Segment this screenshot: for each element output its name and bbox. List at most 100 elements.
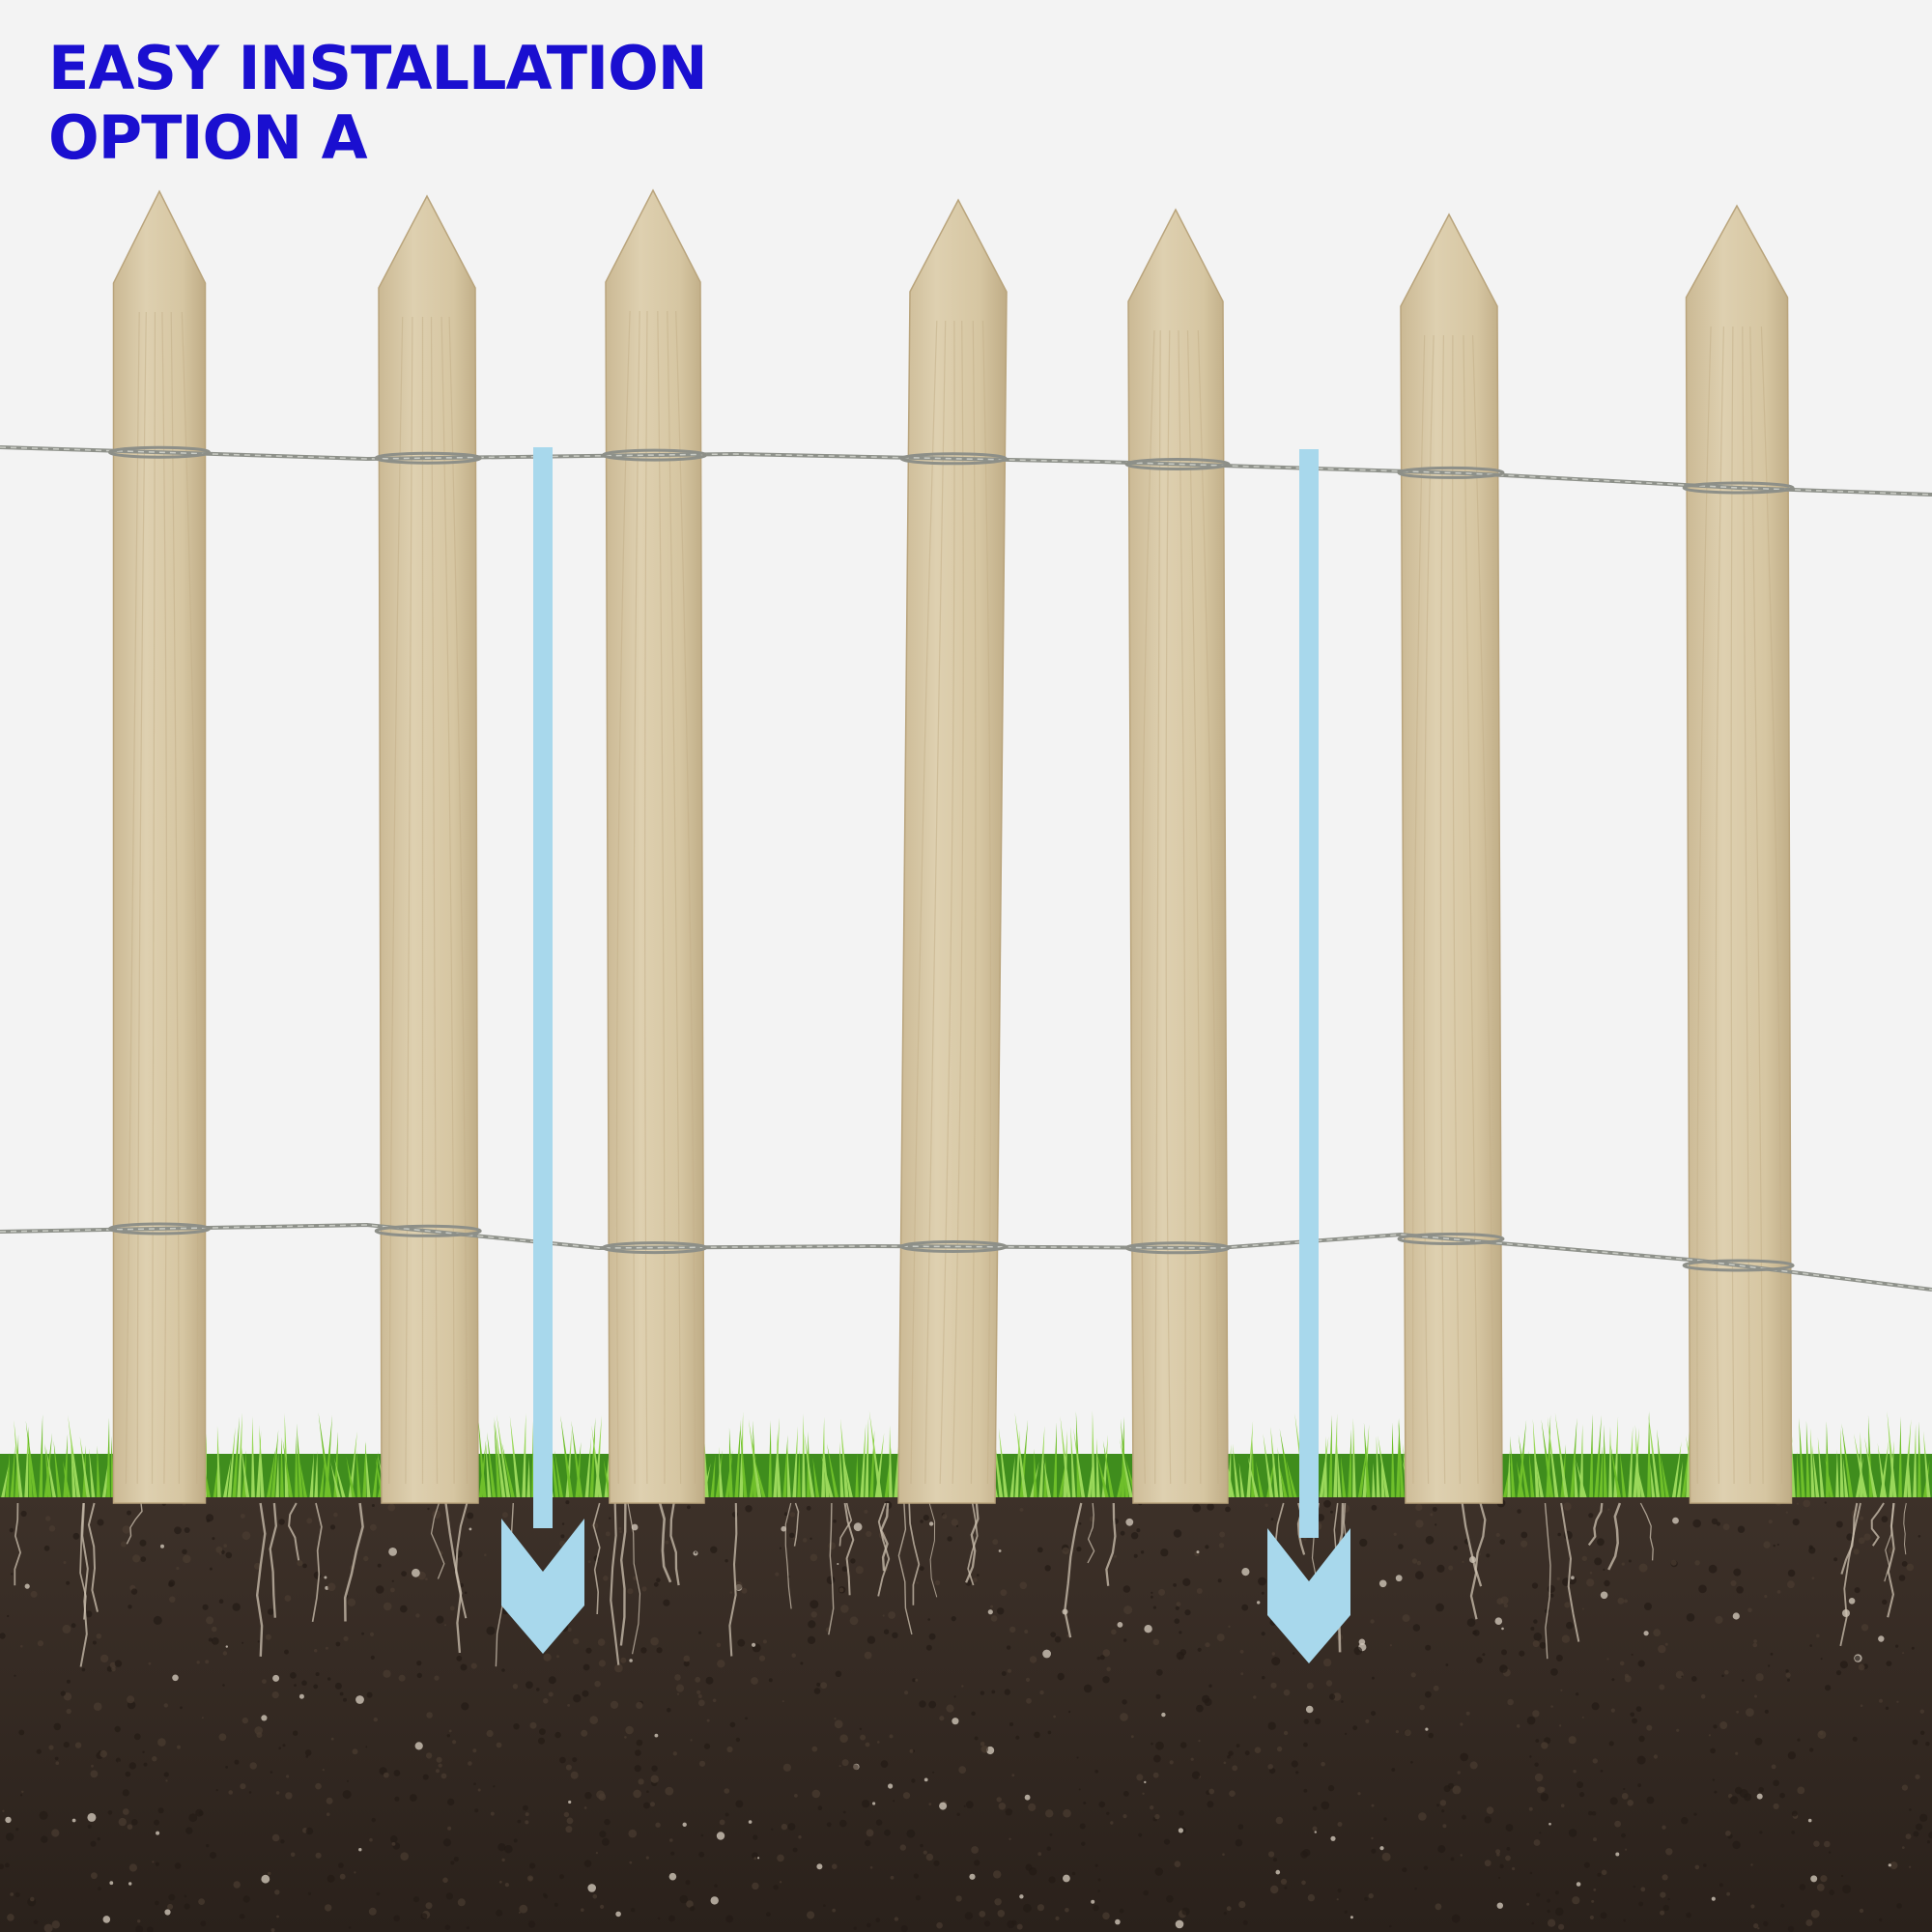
soil-speck — [148, 1662, 152, 1665]
grass-blade — [362, 1440, 366, 1502]
soil-speck — [1526, 1902, 1530, 1906]
soil-speck — [1719, 1721, 1728, 1729]
soil-speck — [425, 1902, 433, 1910]
soil-speck — [1037, 1547, 1043, 1553]
soil-speck — [925, 1644, 932, 1651]
grass-blade — [594, 1415, 602, 1502]
root — [1903, 1502, 1907, 1555]
soil-speck — [1486, 1553, 1491, 1558]
soil-speck — [271, 1833, 280, 1842]
fence-picket — [112, 189, 207, 1504]
wood-grain — [1472, 334, 1494, 1485]
soil-speck — [1529, 1755, 1532, 1758]
soil-speck — [1042, 1649, 1051, 1659]
soil-speck — [1241, 1604, 1249, 1611]
soil-speck — [729, 1721, 736, 1728]
soil-speck — [97, 1837, 100, 1841]
soil-speck — [1534, 1762, 1539, 1767]
soil-speck — [1364, 1896, 1369, 1901]
picket-board — [112, 189, 207, 1504]
soil-speck — [1238, 1901, 1246, 1909]
soil-speck — [700, 1833, 704, 1837]
grass-blade — [39, 1414, 43, 1502]
soil-speck — [1045, 1809, 1054, 1818]
soil-speck — [800, 1662, 804, 1665]
wood-grain — [448, 316, 469, 1485]
soil-speck — [398, 1674, 406, 1682]
soil-speck — [866, 1922, 871, 1928]
soil-speck — [339, 1691, 344, 1696]
grass-blade — [1854, 1433, 1868, 1502]
soil-speck — [71, 1818, 76, 1823]
soil-speck — [695, 1551, 697, 1554]
grass-blade — [14, 1435, 19, 1502]
soil-speck — [1138, 1833, 1143, 1837]
soil-speck — [638, 1778, 644, 1785]
soil-speck — [798, 1835, 802, 1839]
soil-speck — [1603, 1568, 1605, 1571]
grass-blade — [1507, 1449, 1511, 1502]
soil-speck — [1568, 1829, 1577, 1837]
soil-speck — [449, 1605, 455, 1611]
soil-speck — [791, 1653, 796, 1658]
soil-speck — [1414, 1887, 1417, 1890]
soil-speck — [598, 1793, 607, 1801]
soil-speck — [270, 1771, 273, 1774]
soil-speck — [155, 1861, 159, 1866]
arrow-shaft — [533, 447, 553, 1528]
soil-speck — [1496, 1902, 1504, 1909]
soil-speck — [904, 1690, 909, 1695]
wood-grain — [405, 316, 413, 1485]
wood-grain — [161, 311, 168, 1485]
soil-speck — [1532, 1710, 1540, 1718]
soil-speck — [393, 1915, 401, 1922]
soil-speck — [849, 1616, 859, 1626]
grass-blade — [1372, 1463, 1376, 1502]
soil-speck — [1505, 1855, 1511, 1861]
grass-blade — [1913, 1424, 1917, 1502]
grass-blade — [280, 1436, 284, 1502]
grass-blade — [1841, 1423, 1854, 1502]
soil-speck — [832, 1908, 837, 1913]
soil-speck — [777, 1854, 784, 1862]
wire-wrap — [1124, 1241, 1231, 1255]
soil-speck — [1763, 1920, 1769, 1927]
soil-speck — [452, 1740, 457, 1745]
soil-speck — [1588, 1513, 1594, 1519]
soil-speck — [1275, 1816, 1284, 1825]
soil-speck — [1436, 1564, 1445, 1573]
soil-speck — [1120, 1530, 1125, 1536]
soil-speck — [1732, 1840, 1741, 1850]
root — [1587, 1502, 1604, 1547]
soil-speck — [163, 1703, 168, 1708]
soil-speck — [1549, 1593, 1554, 1598]
grass-blade — [1270, 1426, 1279, 1502]
soil-speck — [1435, 1903, 1442, 1911]
grass-blade — [227, 1427, 236, 1502]
soil-speck — [1768, 1520, 1773, 1524]
root — [610, 1502, 620, 1665]
soil-speck — [1858, 1663, 1865, 1671]
soil-speck — [1714, 1790, 1718, 1794]
soil-speck — [909, 1748, 914, 1753]
soil-speck — [1097, 1889, 1100, 1892]
soil-speck — [625, 1725, 634, 1735]
grass-blade — [1676, 1461, 1684, 1502]
soil-speck — [1423, 1865, 1429, 1870]
soil-speck — [587, 1884, 596, 1892]
soil-speck — [205, 1660, 210, 1664]
grass-blade — [571, 1420, 583, 1502]
soil-speck — [486, 1729, 494, 1738]
soil-speck — [1057, 1672, 1065, 1681]
soil-speck — [470, 1662, 477, 1669]
soil-speck — [942, 1514, 948, 1520]
soil-speck — [427, 1507, 430, 1511]
soil-speck — [512, 1684, 519, 1690]
soil-speck — [554, 1902, 558, 1907]
soil-speck — [256, 1732, 263, 1738]
soil-speck — [30, 1896, 35, 1902]
soil-speck — [880, 1760, 889, 1768]
soil-speck — [915, 1895, 922, 1901]
soil-speck — [66, 1679, 71, 1684]
soil-speck — [290, 1852, 296, 1858]
